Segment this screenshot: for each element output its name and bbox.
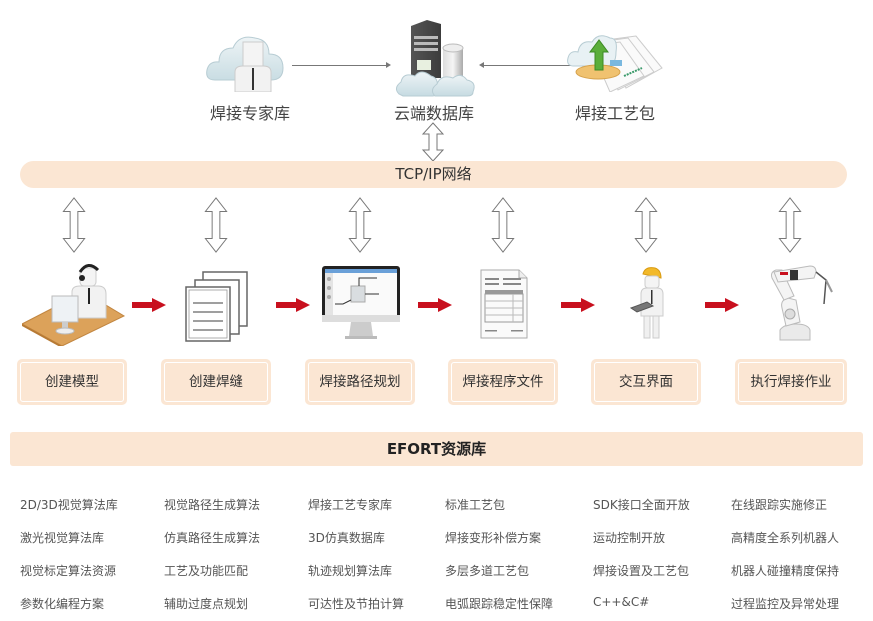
double-arrow-network-step-5: [634, 197, 658, 253]
step-label: 焊接路径规划: [308, 362, 412, 402]
efort-resource-library-bar: EFORT资源库: [10, 432, 863, 466]
double-arrow-network-step-3: [348, 197, 372, 253]
resource-item: 过程监控及异常处理: [731, 597, 840, 611]
step-label: 执行焊接作业: [738, 362, 844, 402]
double-arrow-cloud-network: [421, 122, 445, 162]
expert-library-label: 焊接专家库: [209, 104, 290, 123]
network-label: TCP/IP网络: [395, 165, 472, 183]
resource-item: 辅助过度点规划: [164, 597, 249, 611]
monitor-path-planning-icon: [322, 266, 400, 339]
resource-item: 焊接变形补偿方案: [445, 531, 542, 545]
resource-item: 焊接设置及工艺包: [593, 564, 690, 578]
cloud-process-package-icon: [567, 35, 663, 92]
step-box-5: 交互界面: [591, 359, 701, 405]
process-package-label: 焊接工艺包: [574, 104, 655, 123]
resource-item: 焊接工艺专家库: [308, 498, 393, 512]
step-label: 交互界面: [594, 362, 698, 402]
step-box-6: 执行焊接作业: [735, 359, 847, 405]
resource-item: 在线跟踪实施修正: [731, 498, 828, 512]
resource-item: 参数化编程方案: [20, 597, 105, 611]
double-arrow-network-step-6: [778, 197, 802, 253]
resource-item: C++&C#: [593, 595, 650, 609]
resource-item: 轨迹规划算法库: [308, 564, 393, 578]
flow-arrow-right-icon: [418, 298, 452, 312]
step-label: 创建模型: [20, 362, 124, 402]
step-label: 焊接程序文件: [451, 362, 555, 402]
tcp-ip-network-bar: TCP/IP网络: [20, 161, 847, 188]
flow-arrow-right-icon: [132, 298, 166, 312]
resource-item: 高精度全系列机器人: [731, 531, 840, 545]
resource-item: 电弧跟踪稳定性保障: [445, 597, 554, 611]
cloud-database-label: 云端数据库: [393, 104, 474, 123]
double-arrow-network-step-1: [62, 197, 86, 253]
step-label: 创建焊缝: [164, 362, 268, 402]
flow-arrow-right-icon: [561, 298, 595, 312]
resource-item: SDK接口全面开放: [593, 498, 690, 512]
resource-item: 标准工艺包: [445, 498, 506, 512]
arrowhead-right: [386, 62, 391, 68]
connector-line-right: [484, 65, 580, 66]
resource-item: 可达性及节拍计算: [308, 597, 405, 611]
flow-arrow-right-icon: [276, 298, 310, 312]
stacked-documents-icon: [185, 271, 248, 342]
resource-item: 工艺及功能匹配: [164, 564, 249, 578]
connector-line-left: [292, 65, 388, 66]
arrowhead-left: [479, 62, 484, 68]
resource-item: 多层多道工艺包: [445, 564, 530, 578]
resource-item: 3D仿真数据库: [308, 531, 385, 545]
resource-item: 激光视觉算法库: [20, 531, 105, 545]
step-box-4: 焊接程序文件: [448, 359, 558, 405]
resource-item: 视觉路径生成算法: [164, 498, 261, 512]
welding-robot-icon: [771, 265, 833, 341]
operator-at-desk-icon: [22, 264, 126, 346]
resource-item: 视觉标定算法资源: [20, 564, 117, 578]
cloud-server-database-icon: [395, 20, 475, 97]
engineer-with-tablet-icon: [629, 267, 664, 339]
step-box-1: 创建模型: [17, 359, 127, 405]
double-arrow-network-step-2: [204, 197, 228, 253]
step-box-3: 焊接路径规划: [305, 359, 415, 405]
resource-item: 运动控制开放: [593, 531, 666, 545]
resource-item: 机器人碰撞精度保持: [731, 564, 840, 578]
program-file-icon: [480, 269, 528, 339]
resource-item: 仿真路径生成算法: [164, 531, 261, 545]
resource-item: 2D/3D视觉算法库: [20, 498, 118, 512]
flow-arrow-right-icon: [705, 298, 739, 312]
resource-library-title: EFORT资源库: [386, 440, 487, 458]
cloud-expert-icon: [206, 36, 284, 92]
double-arrow-network-step-4: [491, 197, 515, 253]
step-box-2: 创建焊缝: [161, 359, 271, 405]
